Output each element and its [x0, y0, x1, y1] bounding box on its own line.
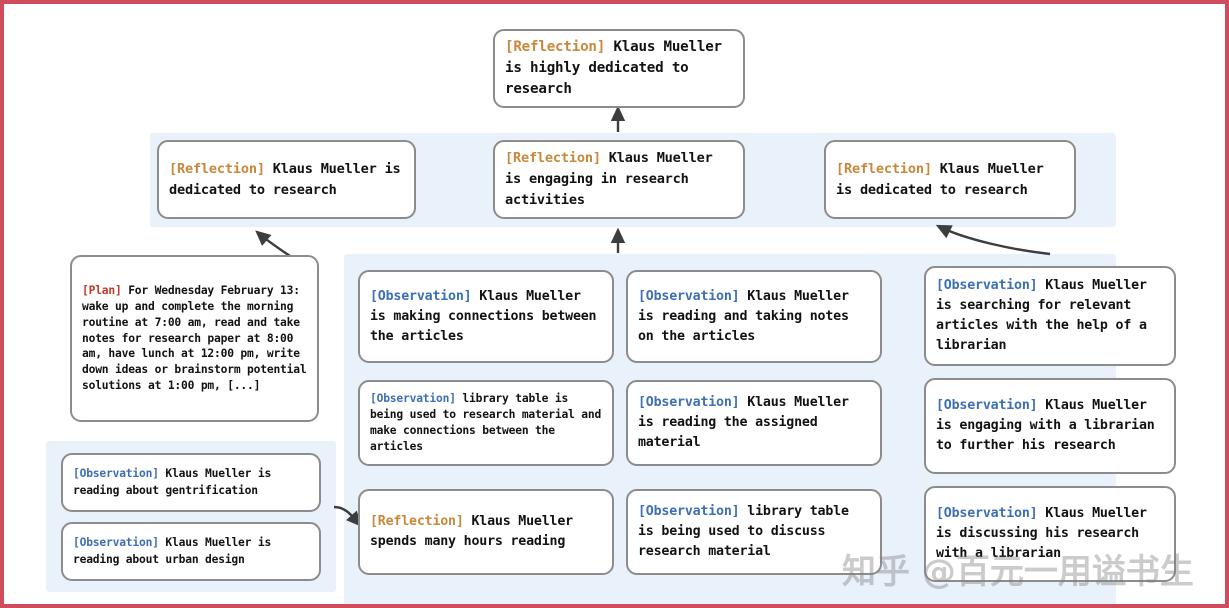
node-body: Klaus Mueller is reading about urban des… — [73, 536, 278, 566]
node-body: Klaus Mueller is reading and taking note… — [638, 288, 857, 344]
node-text: [Reflection] Klaus Mueller is dedicated … — [826, 159, 1074, 201]
node-body: For Wednesday February 13: wake up and c… — [82, 284, 314, 392]
node-observation-making-connections[interactable]: [Observation] Klaus Mueller is making co… — [358, 270, 614, 363]
node-tag: [Observation] — [73, 536, 159, 549]
node-reflection-right[interactable]: [Reflection] Klaus Mueller is dedicated … — [824, 140, 1076, 219]
node-tag: [Reflection] — [169, 160, 265, 177]
node-text: [Reflection] Klaus Mueller is highly ded… — [495, 37, 743, 100]
node-body: library table is being used to discuss r… — [638, 504, 857, 559]
node-text: [Observation] Klaus Mueller is engaging … — [926, 396, 1174, 456]
node-text: [Observation] Klaus Mueller is discussin… — [926, 504, 1174, 564]
node-body: Klaus Mueller is discussing his research… — [936, 506, 1155, 561]
node-reflection-left[interactable]: [Reflection] Klaus Mueller is dedicated … — [157, 140, 416, 219]
node-observation-library-table-research[interactable]: [Observation] library table is being use… — [358, 380, 614, 466]
node-text: [Observation] Klaus Mueller is searching… — [926, 276, 1174, 356]
node-body: Klaus Mueller is reading about gentrific… — [73, 467, 278, 497]
node-text: [Observation] Klaus Mueller is making co… — [360, 287, 612, 347]
node-observation-discussing-librarian[interactable]: [Observation] Klaus Mueller is discussin… — [924, 486, 1176, 582]
node-text: [Reflection] Klaus Mueller spends many h… — [360, 512, 612, 552]
node-observation-gentrification[interactable]: [Observation] Klaus Mueller is reading a… — [61, 453, 321, 512]
node-tag: [Plan] — [82, 284, 122, 298]
node-reflection-hours-reading[interactable]: [Reflection] Klaus Mueller spends many h… — [358, 489, 614, 575]
node-observation-reading-taking-notes[interactable]: [Observation] Klaus Mueller is reading a… — [626, 270, 882, 363]
node-tag: [Reflection] — [505, 150, 601, 166]
node-body: Klaus Mueller is engaging in research ac… — [505, 150, 721, 208]
node-tag: [Observation] — [370, 391, 456, 405]
node-tag: [Reflection] — [370, 514, 464, 529]
node-text: [Reflection] Klaus Mueller is engaging i… — [495, 148, 743, 211]
node-text: [Observation] library table is being use… — [628, 502, 880, 562]
node-text: [Observation] library table is being use… — [360, 391, 612, 456]
node-body: Klaus Mueller is engaging with a librari… — [936, 398, 1163, 453]
node-body: Klaus Mueller spends many hours reading — [370, 514, 581, 549]
node-root-reflection[interactable]: [Reflection] Klaus Mueller is highly ded… — [493, 29, 745, 108]
node-tag: [Reflection] — [836, 160, 932, 177]
node-tag: [Observation] — [638, 395, 740, 410]
node-observation-discuss-research-material[interactable]: [Observation] library table is being use… — [626, 489, 882, 575]
node-observation-urban-design[interactable]: [Observation] Klaus Mueller is reading a… — [61, 522, 321, 581]
node-plan[interactable]: [Plan] For Wednesday February 13: wake u… — [70, 255, 319, 422]
node-observation-assigned-material[interactable]: [Observation] Klaus Mueller is reading t… — [626, 380, 882, 466]
node-text: [Observation] Klaus Mueller is reading a… — [63, 535, 319, 568]
node-text: [Reflection] Klaus Mueller is dedicated … — [159, 159, 414, 201]
node-body: Klaus Mueller is making connections betw… — [370, 288, 605, 344]
node-body: Klaus Mueller is searching for relevant … — [936, 278, 1155, 353]
node-tag: [Observation] — [73, 467, 159, 480]
node-reflection-middle[interactable]: [Reflection] Klaus Mueller is engaging i… — [493, 140, 745, 219]
node-observation-searching-articles[interactable]: [Observation] Klaus Mueller is searching… — [924, 266, 1176, 366]
node-body: Klaus Mueller is dedicated to research — [836, 160, 1052, 198]
node-body: library table is being used to research … — [370, 391, 608, 454]
node-text: [Observation] Klaus Mueller is reading a… — [628, 287, 880, 347]
node-tag: [Reflection] — [505, 39, 606, 55]
node-tag: [Observation] — [936, 398, 1038, 413]
node-text: [Observation] Klaus Mueller is reading t… — [628, 393, 880, 453]
node-tag: [Observation] — [638, 504, 740, 519]
node-text: [Observation] Klaus Mueller is reading a… — [63, 466, 319, 499]
node-tag: [Observation] — [638, 288, 740, 304]
node-body: Klaus Mueller is reading the assigned ma… — [638, 395, 857, 450]
node-tag: [Observation] — [936, 506, 1038, 521]
node-tag: [Observation] — [936, 278, 1038, 293]
node-text: [Plan] For Wednesday February 13: wake u… — [72, 283, 317, 394]
node-body: Klaus Mueller is dedicated to research — [169, 160, 409, 198]
node-tag: [Observation] — [370, 288, 472, 304]
node-observation-engaging-librarian[interactable]: [Observation] Klaus Mueller is engaging … — [924, 378, 1176, 474]
node-body: Klaus Mueller is highly dedicated to res… — [505, 39, 731, 97]
